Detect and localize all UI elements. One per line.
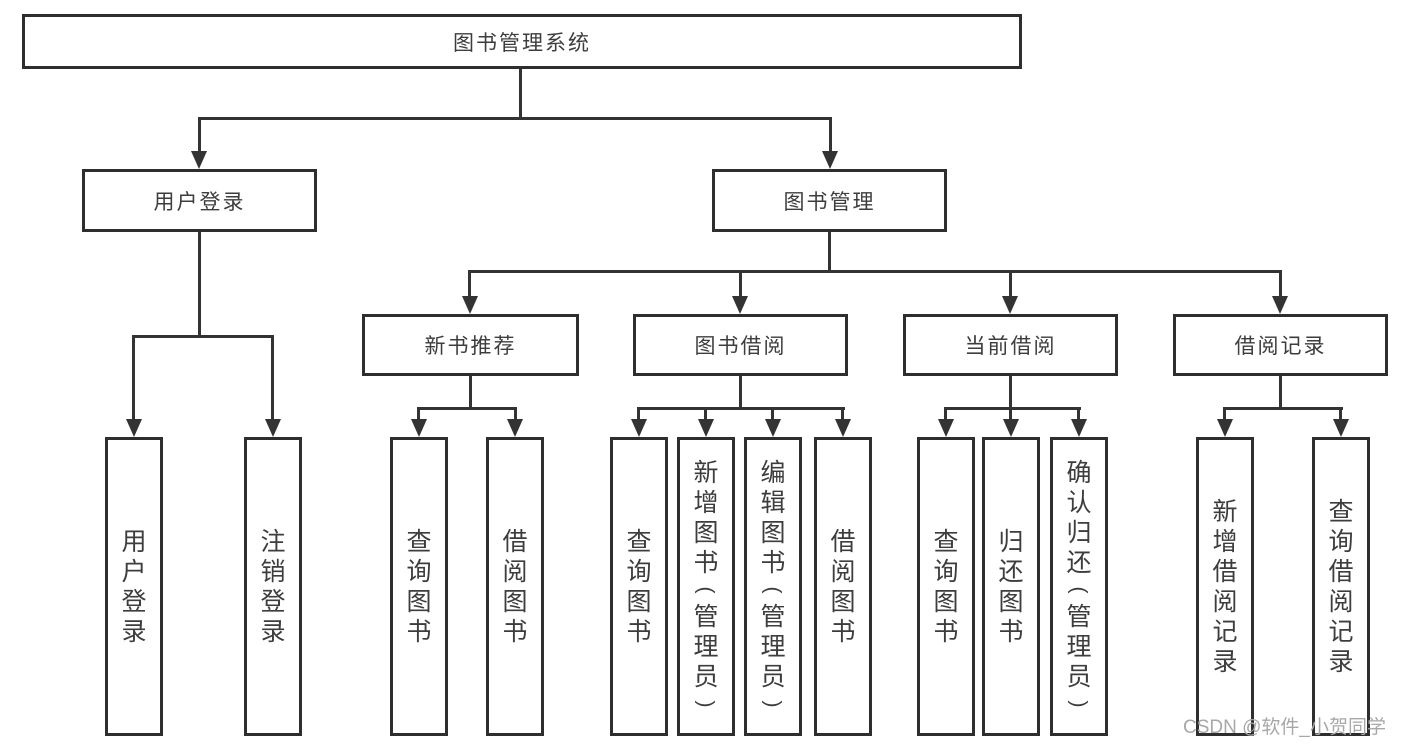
arrowhead-current-confirm-return	[1071, 419, 1087, 437]
leaf-recommend-search-books: 查询图书	[390, 437, 448, 736]
arrowhead-records-add-record	[1217, 419, 1233, 437]
leaf-records-search-record: 查询借阅记录	[1312, 437, 1370, 736]
node-book-management: 图书管理	[712, 169, 947, 232]
arrowhead-borrowing-records	[1272, 296, 1288, 314]
node-book-management-label: 图书管理	[783, 190, 876, 214]
arrowhead-current-borrowing	[1002, 296, 1018, 314]
node-book-borrowing-label: 图书借阅	[694, 335, 787, 358]
arrowhead-leaf-logout	[265, 419, 281, 437]
edge-book-management-rail	[468, 270, 1282, 273]
node-borrowing-records: 借阅记录	[1173, 314, 1388, 376]
arrowhead-records-search-record	[1333, 419, 1349, 437]
edge-new-book-drop-1	[417, 407, 420, 421]
leaf-borrowing-search-books-label: 查询图书	[626, 527, 652, 646]
arrowhead-borrowing-borrow-books	[835, 419, 851, 437]
arrowhead-leaf-user-login	[126, 419, 142, 437]
edge-book-borrowing-rail	[637, 407, 845, 410]
arrowhead-current-return-books	[1003, 419, 1019, 437]
edge-borrowing-records-trunk	[1279, 376, 1282, 407]
leaf-records-add-record: 新增借阅记录	[1196, 437, 1254, 736]
leaf-borrowing-add-books-admin-label: 新增图书(管理员)	[693, 458, 719, 707]
leaf-borrowing-add-books-admin: 新增图书(管理员)	[677, 437, 735, 736]
edge-book-borrowing-drop-2	[704, 407, 707, 421]
arrowhead-borrowing-add-books	[698, 419, 714, 437]
leaf-current-search-books: 查询图书	[917, 437, 975, 736]
edge-current-borrowing-drop-3	[1077, 407, 1080, 421]
leaf-borrowing-borrow-books-label: 借阅图书	[830, 527, 856, 646]
edge-new-book-rail	[417, 407, 517, 410]
leaf-current-confirm-return-admin-label: 确认归还(管理员)	[1066, 458, 1092, 707]
edge-book-borrowing-drop-3	[771, 407, 774, 421]
node-current-borrowing-label: 当前借阅	[964, 335, 1057, 358]
node-new-book-recommendation: 新书推荐	[362, 314, 579, 376]
leaf-recommend-search-books-label: 查询图书	[406, 527, 432, 646]
arrowhead-recommend-borrow-books	[507, 419, 523, 437]
arrowhead-borrowing-edit-books	[765, 419, 781, 437]
arrowhead-new-book-recommendation	[462, 296, 478, 314]
leaf-records-add-record-label: 新增借阅记录	[1212, 497, 1238, 676]
edge-current-borrowing-drop-2	[1009, 407, 1012, 421]
leaf-borrowing-search-books: 查询图书	[610, 437, 668, 736]
arrowhead-book-borrowing	[732, 296, 748, 314]
edge-root-rail	[198, 117, 832, 120]
edge-drop-borrowing-records	[1279, 270, 1282, 298]
edge-drop-new-book	[468, 270, 471, 298]
edge-borrowing-records-drop-2	[1339, 407, 1342, 421]
leaf-recommend-borrow-books-label: 借阅图书	[502, 527, 528, 646]
node-book-borrowing: 图书借阅	[633, 314, 848, 376]
leaf-recommend-borrow-books: 借阅图书	[486, 437, 544, 736]
node-new-book-recommendation-label: 新书推荐	[424, 335, 517, 358]
leaf-logout: 注销登录	[244, 437, 302, 736]
edge-book-borrowing-drop-1	[637, 407, 640, 421]
node-library-system: 图书管理系统	[22, 14, 1022, 69]
leaf-borrowing-edit-books-admin-label: 编辑图书(管理员)	[760, 458, 786, 707]
edge-user-login-drop-2	[271, 335, 274, 421]
edge-root-drop-right	[829, 117, 832, 152]
leaf-borrowing-borrow-books: 借阅图书	[814, 437, 872, 736]
node-user-login-label: 用户登录	[153, 190, 246, 214]
edge-user-login-drop-1	[132, 335, 135, 421]
edge-book-borrowing-drop-4	[841, 407, 844, 421]
node-user-login: 用户登录	[82, 169, 317, 232]
arrowhead-current-search-books	[938, 419, 954, 437]
edge-drop-book-borrowing	[739, 270, 742, 298]
edge-root-drop-left	[198, 117, 201, 152]
leaf-current-return-books-label: 归还图书	[998, 527, 1024, 646]
edge-borrowing-records-drop-1	[1223, 407, 1226, 421]
leaf-current-return-books: 归还图书	[982, 437, 1040, 736]
edge-drop-current-borrowing	[1009, 270, 1012, 298]
edge-book-management-trunk	[828, 232, 831, 270]
edge-new-book-drop-2	[514, 407, 517, 421]
arrowhead-borrowing-search-books	[631, 419, 647, 437]
edge-user-login-rail	[132, 335, 274, 338]
leaf-logout-label: 注销登录	[260, 527, 286, 646]
arrowhead-user-login	[191, 151, 207, 169]
node-library-system-label: 图书管理系统	[453, 31, 591, 55]
node-current-borrowing: 当前借阅	[903, 314, 1118, 376]
leaf-current-confirm-return-admin: 确认归还(管理员)	[1050, 437, 1108, 736]
edge-new-book-trunk	[469, 376, 472, 407]
leaf-current-search-books-label: 查询图书	[933, 527, 959, 646]
leaf-borrowing-edit-books-admin: 编辑图书(管理员)	[744, 437, 802, 736]
edge-book-borrowing-trunk	[739, 376, 742, 407]
edge-current-borrowing-rail	[944, 407, 1081, 410]
leaf-records-search-record-label: 查询借阅记录	[1328, 497, 1354, 676]
edge-borrowing-records-rail	[1223, 407, 1343, 410]
edge-current-borrowing-drop-1	[944, 407, 947, 421]
arrowhead-book-management	[822, 151, 838, 169]
edge-root-trunk	[519, 69, 522, 117]
edge-user-login-trunk	[198, 232, 201, 335]
arrowhead-recommend-search-books	[411, 419, 427, 437]
leaf-user-login-label: 用户登录	[121, 527, 147, 646]
node-borrowing-records-label: 借阅记录	[1234, 335, 1327, 358]
leaf-user-login: 用户登录	[105, 437, 163, 736]
csdn-watermark: CSDN @软件_小贺同学	[1183, 717, 1386, 738]
edge-current-borrowing-trunk	[1009, 376, 1012, 407]
